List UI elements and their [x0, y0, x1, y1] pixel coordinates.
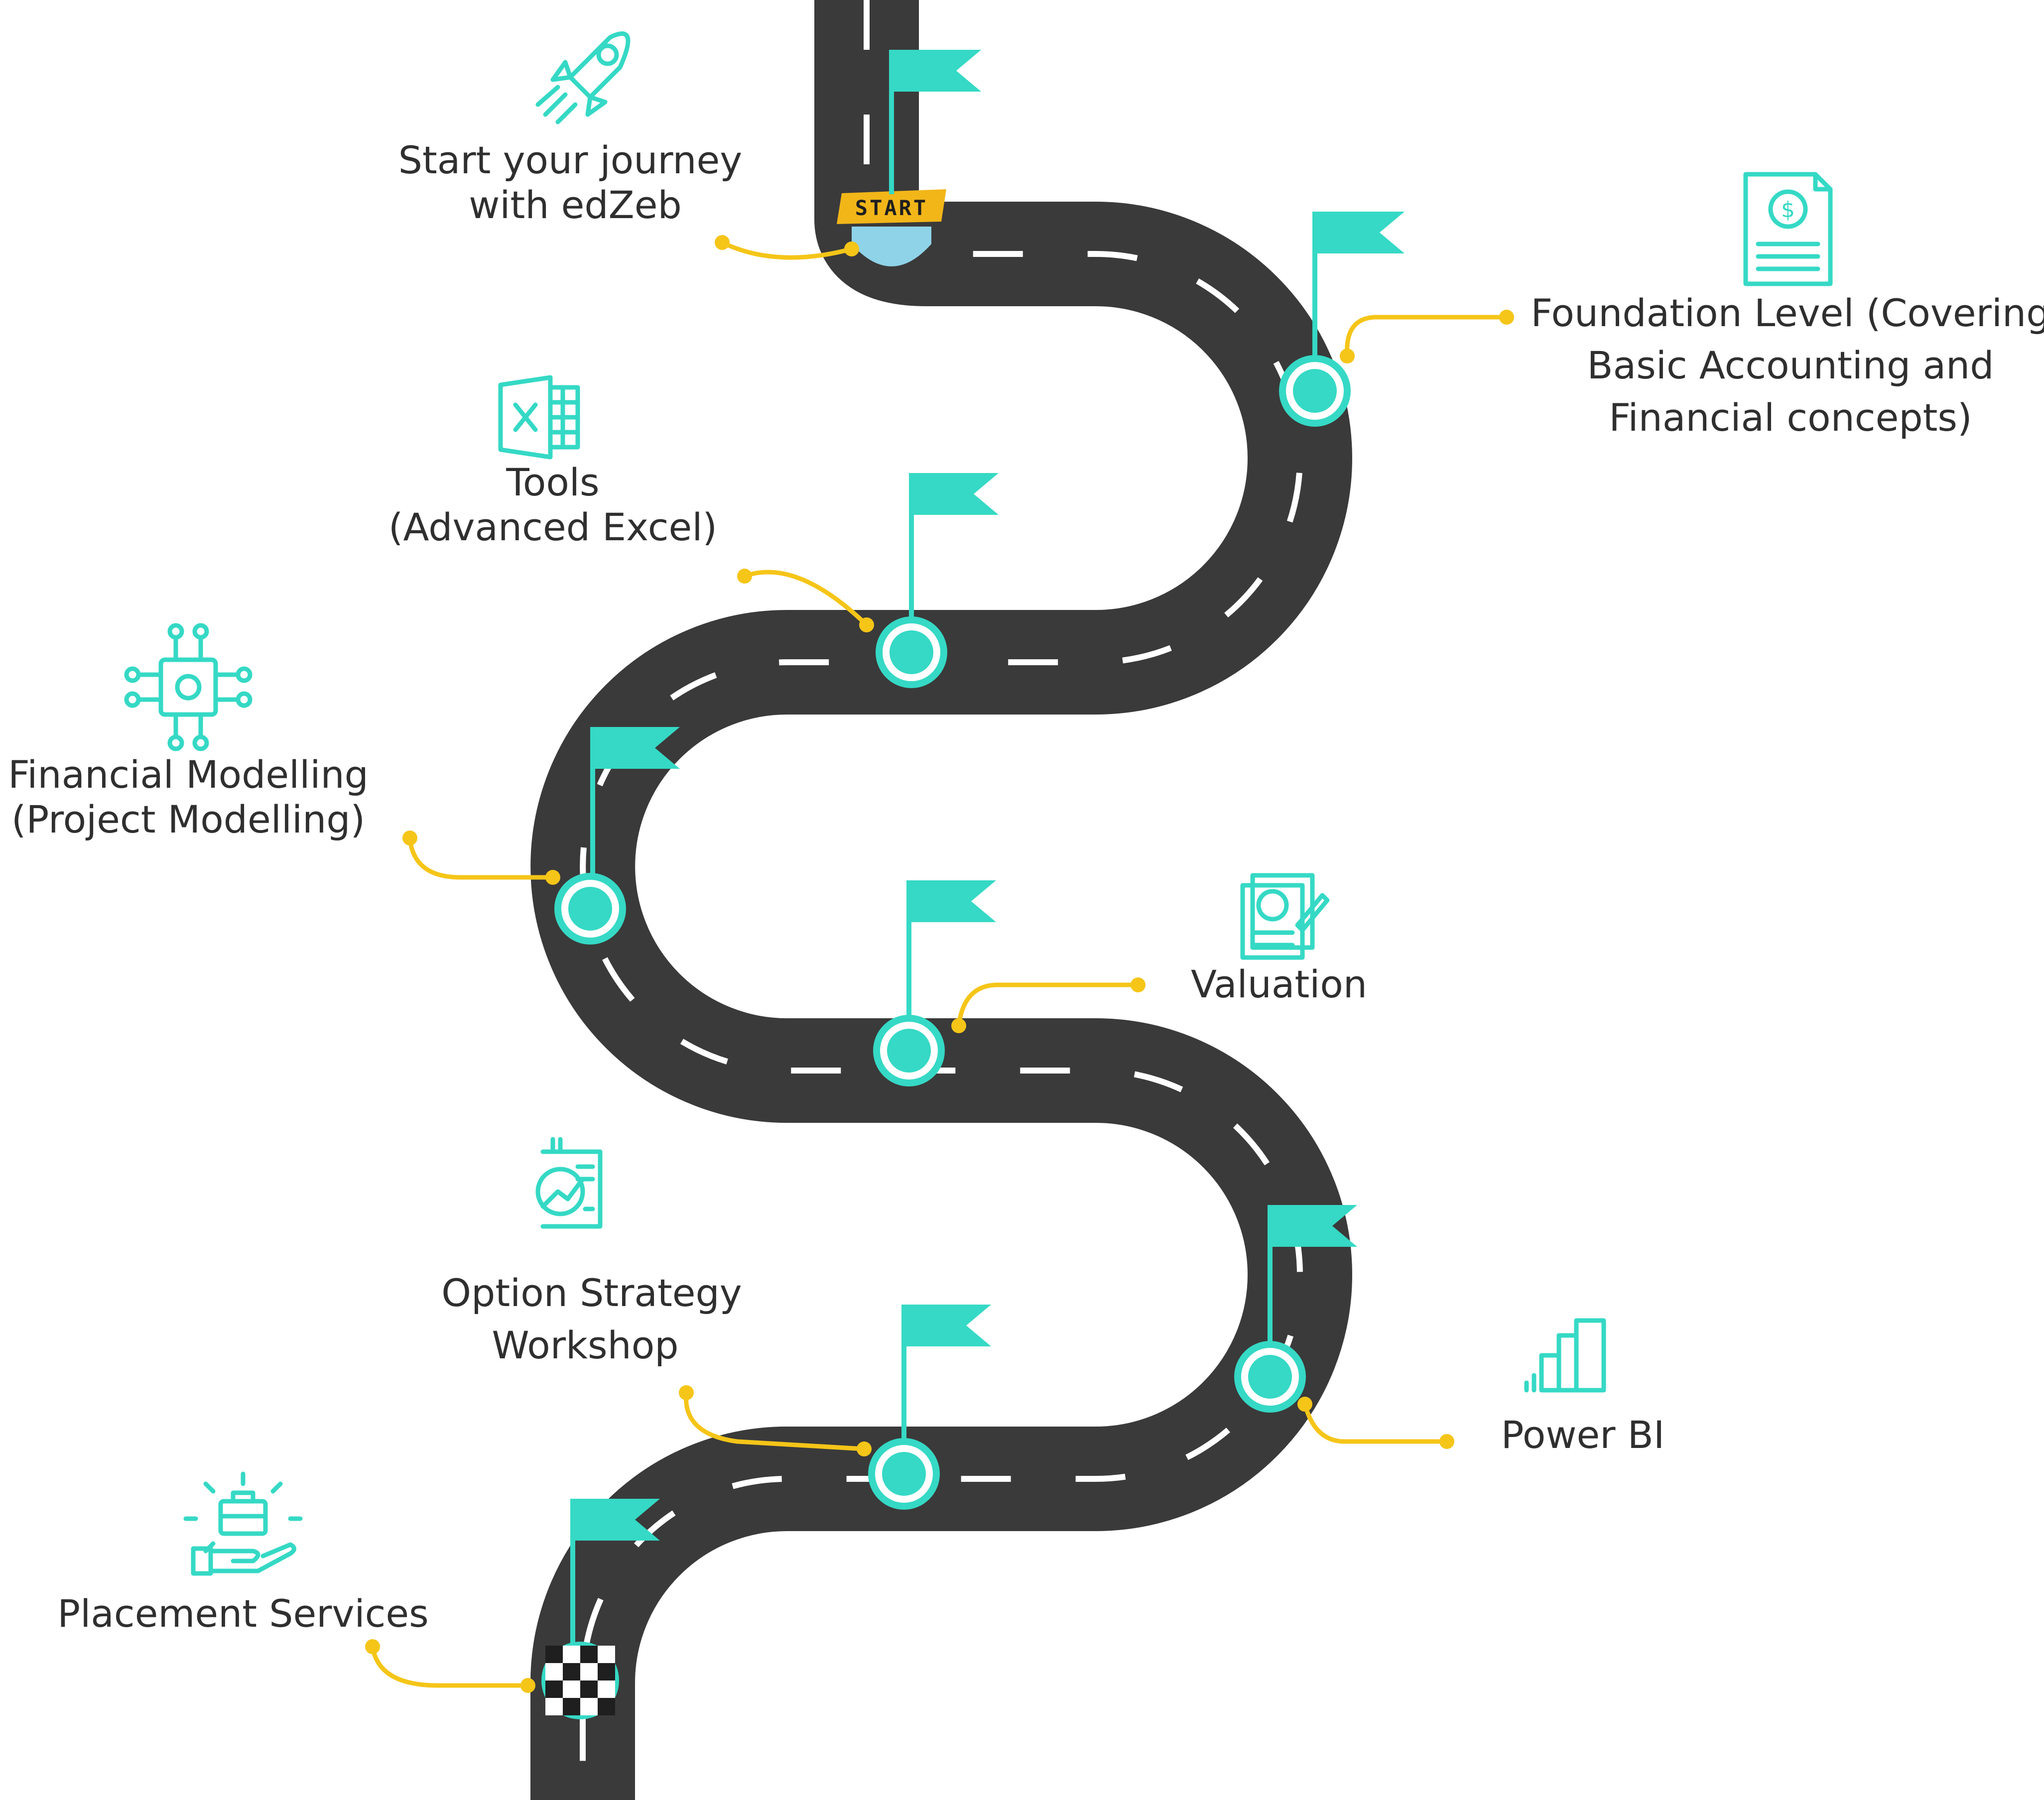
flag-start: [889, 50, 981, 194]
connectors: [370, 240, 1509, 1688]
milestone-powerbi: [1234, 1205, 1357, 1413]
label-tools-line-2: (Advanced Excel): [388, 505, 717, 549]
milestone-options: [868, 1305, 991, 1510]
connector-valuation: [956, 982, 1141, 1028]
connector-powerbi: [1302, 1402, 1449, 1444]
label-modelling-line-1: Financial Modelling: [8, 752, 369, 797]
label-valuation: Valuation: [1191, 962, 1367, 1006]
label-foundation-line-1: Foundation Level (Covering: [1531, 291, 2044, 335]
accounting-document-icon: $: [1743, 172, 1833, 286]
milestone-tools: [876, 473, 999, 688]
label-start-line-2: with edZeb: [469, 183, 681, 227]
milestone-finish: [541, 1499, 660, 1719]
start-sign-text: START: [855, 196, 928, 220]
label-modelling-line-2: (Project Modelling): [11, 797, 365, 841]
checkered-flag-icon: [545, 1646, 615, 1715]
label-foundation-line-3: Financial concepts): [1609, 395, 1972, 440]
label-tools-line-1: Tools: [506, 460, 599, 504]
briefcase-hand-icon: [183, 1471, 303, 1576]
labels: Start your journey with edZeb Foundation…: [8, 138, 2044, 1636]
label-start-line-1: Start your journey: [398, 138, 742, 182]
power-bi-icon: [1524, 1318, 1606, 1393]
svg-text:$: $: [1781, 197, 1795, 223]
label-options-line-1: Option Strategy: [441, 1271, 742, 1315]
icons: $: [124, 31, 1833, 1576]
valuation-document-icon: [1240, 873, 1330, 960]
milestones: [541, 50, 1405, 1719]
label-options-line-2: Workshop: [492, 1323, 679, 1367]
milestone-valuation: [873, 880, 996, 1086]
label-foundation-line-2: Basic Accounting and: [1587, 343, 1994, 387]
milestone-modelling: [554, 727, 680, 945]
connector-modelling: [407, 836, 555, 880]
connector-start: [720, 240, 854, 260]
label-placement: Placement Services: [57, 1591, 428, 1636]
excel-icon: [498, 375, 580, 460]
gear-chip-icon: [124, 623, 253, 751]
connector-dots: [365, 235, 1514, 1693]
connector-options: [683, 1390, 867, 1451]
rocket-icon: [535, 31, 631, 124]
strategy-chart-icon: [535, 1137, 603, 1229]
label-powerbi: Power BI: [1501, 1413, 1665, 1457]
connector-placement: [370, 1644, 530, 1688]
start-marker: START: [837, 189, 946, 266]
connector-foundation: [1345, 315, 1509, 359]
milestone-foundation: [1279, 212, 1405, 427]
connector-tools: [742, 570, 869, 627]
